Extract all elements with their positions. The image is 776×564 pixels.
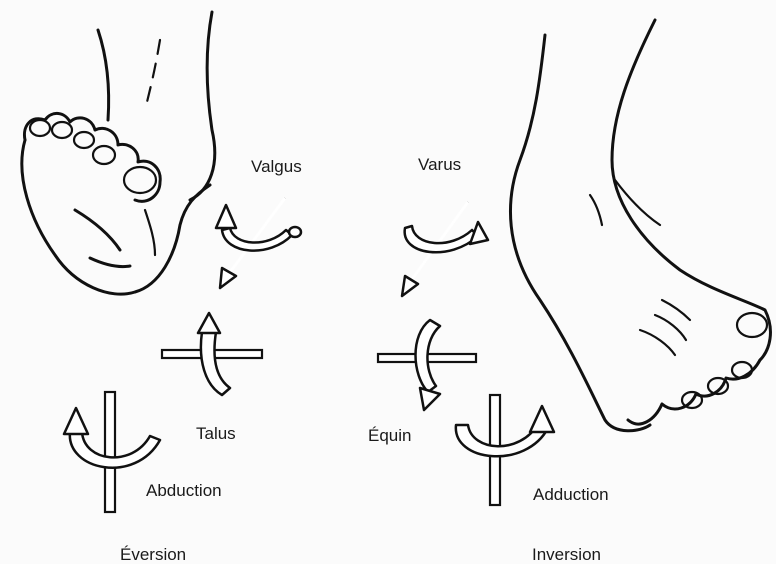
adduction-label: Adduction <box>533 486 609 503</box>
talus-arrow-icon <box>162 313 262 395</box>
eversion-label: Éversion <box>120 546 186 563</box>
right-foot-illustration <box>510 20 770 431</box>
inversion-label: Inversion <box>532 546 601 563</box>
abduction-label: Abduction <box>146 482 222 499</box>
left-foot-illustration <box>22 12 215 294</box>
equin-label: Équin <box>368 427 411 444</box>
varus-arrow-icon <box>402 202 488 296</box>
valgus-label: Valgus <box>251 158 302 175</box>
valgus-arrow-icon <box>216 198 301 288</box>
talus-label: Talus <box>196 425 236 442</box>
varus-label: Varus <box>418 156 461 173</box>
equin-arrow-icon <box>378 320 476 410</box>
